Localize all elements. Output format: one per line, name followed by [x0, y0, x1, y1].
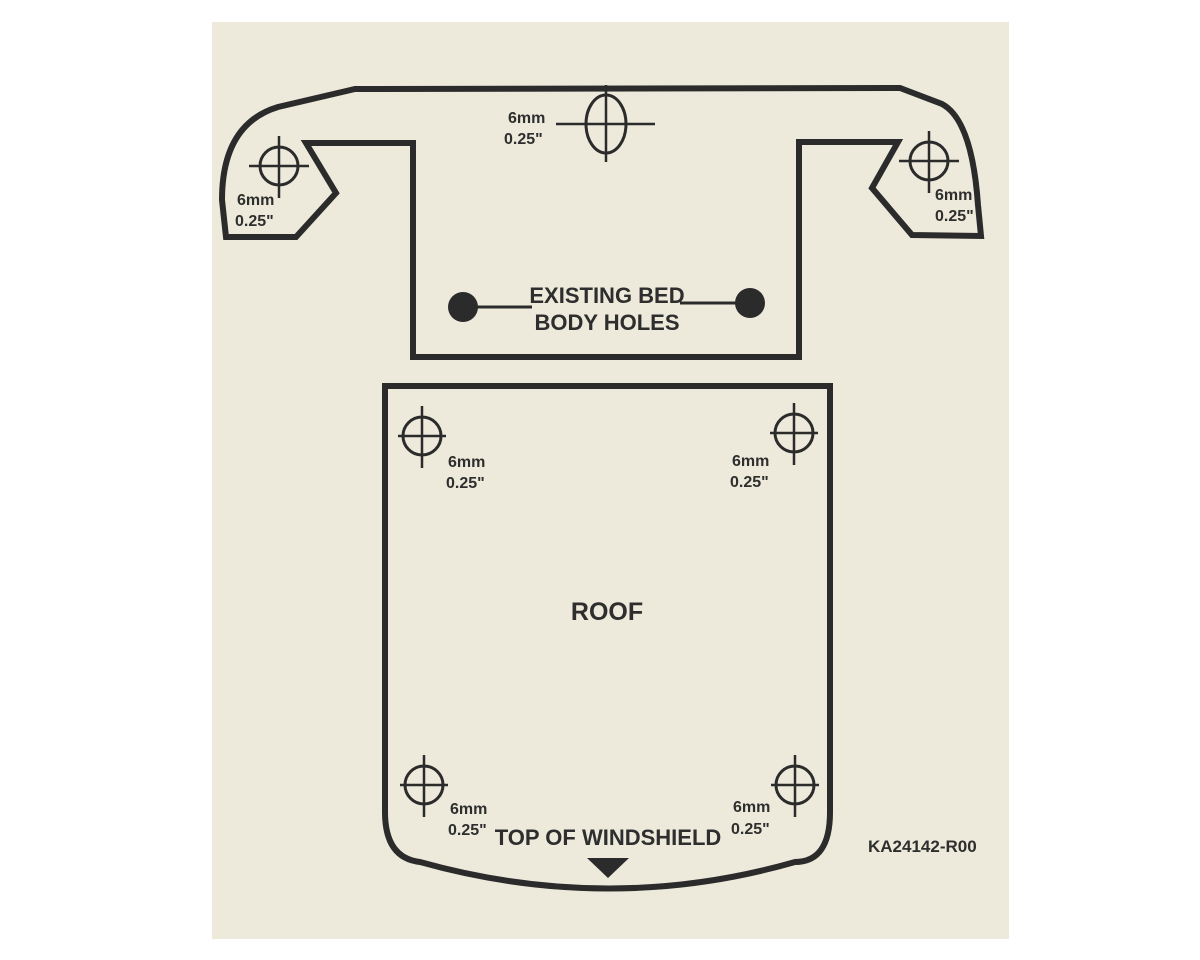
- roof-label: ROOF: [571, 598, 643, 626]
- hole-label-inch: 0.25": [448, 822, 487, 839]
- hole-label-mm: 6mm: [732, 453, 769, 470]
- existing-bed-holes: EXISTING BED BODY HOLES: [448, 283, 765, 335]
- windshield-label: TOP OF WINDSHIELD: [495, 825, 722, 850]
- crosshair-roof-bottom-left: [400, 755, 448, 817]
- hole-label-inch: 0.25": [235, 213, 274, 230]
- hole-label-mm: 6mm: [450, 801, 487, 818]
- hole-label-inch: 0.25": [446, 475, 485, 492]
- crosshair-roof-bottom-right: [771, 755, 819, 817]
- hole-label-mm: 6mm: [508, 110, 545, 127]
- crosshair-left-wing: [249, 136, 309, 198]
- hole-label-mm: 6mm: [448, 454, 485, 471]
- existing-hole-left: [448, 292, 478, 322]
- crosshair-roof-top-right: [770, 403, 818, 465]
- crosshair-right-wing: [899, 131, 959, 193]
- crosshair-top-center: [556, 85, 655, 162]
- existing-holes-label-line2: BODY HOLES: [534, 310, 679, 335]
- bed-template-outline: [218, 84, 985, 360]
- hole-label-mm: 6mm: [935, 187, 972, 204]
- hole-label-inch: 0.25": [730, 474, 769, 491]
- part-number: KA24142-R00: [868, 837, 977, 856]
- hole-label-inch: 0.25": [504, 131, 543, 148]
- hole-label-mm: 6mm: [237, 192, 274, 209]
- roof-template-outline: [382, 383, 833, 892]
- existing-hole-right: [735, 288, 765, 318]
- hole-label-inch: 0.25": [935, 208, 974, 225]
- hole-label-mm: 6mm: [733, 799, 770, 816]
- existing-holes-label-line1: EXISTING BED: [529, 283, 684, 308]
- hole-label-inch: 0.25": [731, 821, 770, 838]
- windshield-arrow-icon: [587, 858, 629, 878]
- crosshair-roof-top-left: [398, 406, 446, 468]
